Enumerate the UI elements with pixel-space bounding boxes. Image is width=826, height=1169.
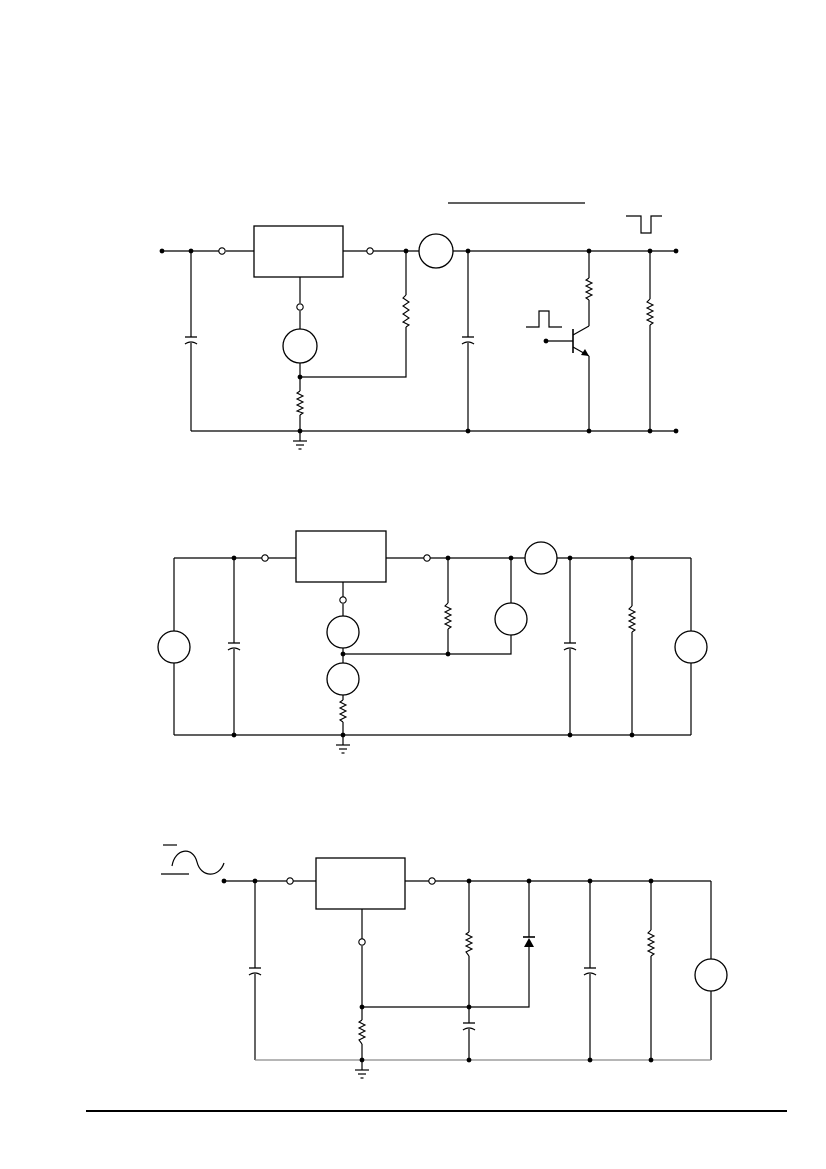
capacitor-icon (227, 642, 241, 651)
capacitor-icon (563, 642, 577, 651)
output-terminal (673, 248, 679, 254)
regulator-box (315, 857, 406, 910)
load-meter-circle (694, 958, 728, 992)
resistor-icon (295, 390, 305, 416)
resistor-icon (464, 931, 474, 957)
meter-circle (326, 662, 360, 696)
pulse-icon (626, 215, 662, 234)
ground-icon (336, 735, 350, 754)
ground-icon (293, 431, 307, 450)
transistor-icon (546, 325, 590, 357)
regulator-pin-in (218, 247, 226, 255)
diode-icon (523, 936, 535, 947)
output-terminal (673, 428, 679, 434)
regulator-pin-adj (358, 938, 366, 946)
capacitor-icon (583, 967, 597, 976)
regulator-pin-out (423, 554, 431, 562)
regulator-pin-in (286, 877, 294, 885)
ground-icon (355, 1060, 369, 1079)
input-source-circle (157, 630, 191, 664)
resistor-icon (627, 605, 637, 633)
junction-dot (466, 1057, 472, 1063)
pulse-icon (526, 310, 562, 328)
regulator-pin-adj (296, 303, 304, 311)
load-meter-circle (674, 630, 708, 664)
junction-dot (586, 428, 592, 434)
junction-dot (231, 732, 237, 738)
capacitor-icon (184, 336, 198, 345)
regulator-box (253, 225, 344, 278)
sine-source-icon (161, 844, 225, 875)
junction-dot (567, 732, 573, 738)
transistor-base-terminal (543, 338, 549, 344)
junction-dot (465, 428, 471, 434)
meter-circle (494, 602, 528, 636)
meter-circle (326, 615, 360, 649)
figure-3-circuit (161, 844, 728, 1079)
figure-2-circuit (157, 530, 708, 754)
resistor-icon (645, 298, 655, 326)
resistor-icon (338, 699, 348, 723)
resistor-icon (646, 929, 656, 957)
resistor-icon (401, 294, 411, 328)
input-terminal (159, 248, 165, 254)
regulator-pin-in (261, 554, 269, 562)
regulator-pin-out (428, 877, 436, 885)
resistor-icon (357, 1019, 367, 1045)
capacitor-icon (461, 336, 475, 345)
junction-dot (647, 428, 653, 434)
resistor-icon (443, 602, 453, 630)
figure-1-circuit (159, 202, 679, 450)
meter-circle (418, 233, 454, 269)
resistor-icon (584, 277, 594, 301)
meter-circle (282, 328, 318, 364)
meter-circle (524, 541, 558, 575)
regulator-box (295, 530, 387, 583)
junction-dot (587, 1057, 593, 1063)
regulator-pin-adj (339, 596, 347, 604)
junction-dot (648, 1057, 654, 1063)
input-terminal (221, 878, 227, 884)
capacitor-icon (248, 967, 262, 976)
regulator-pin-out (366, 247, 374, 255)
junction-dot (629, 732, 635, 738)
capacitor-icon (462, 1022, 476, 1031)
